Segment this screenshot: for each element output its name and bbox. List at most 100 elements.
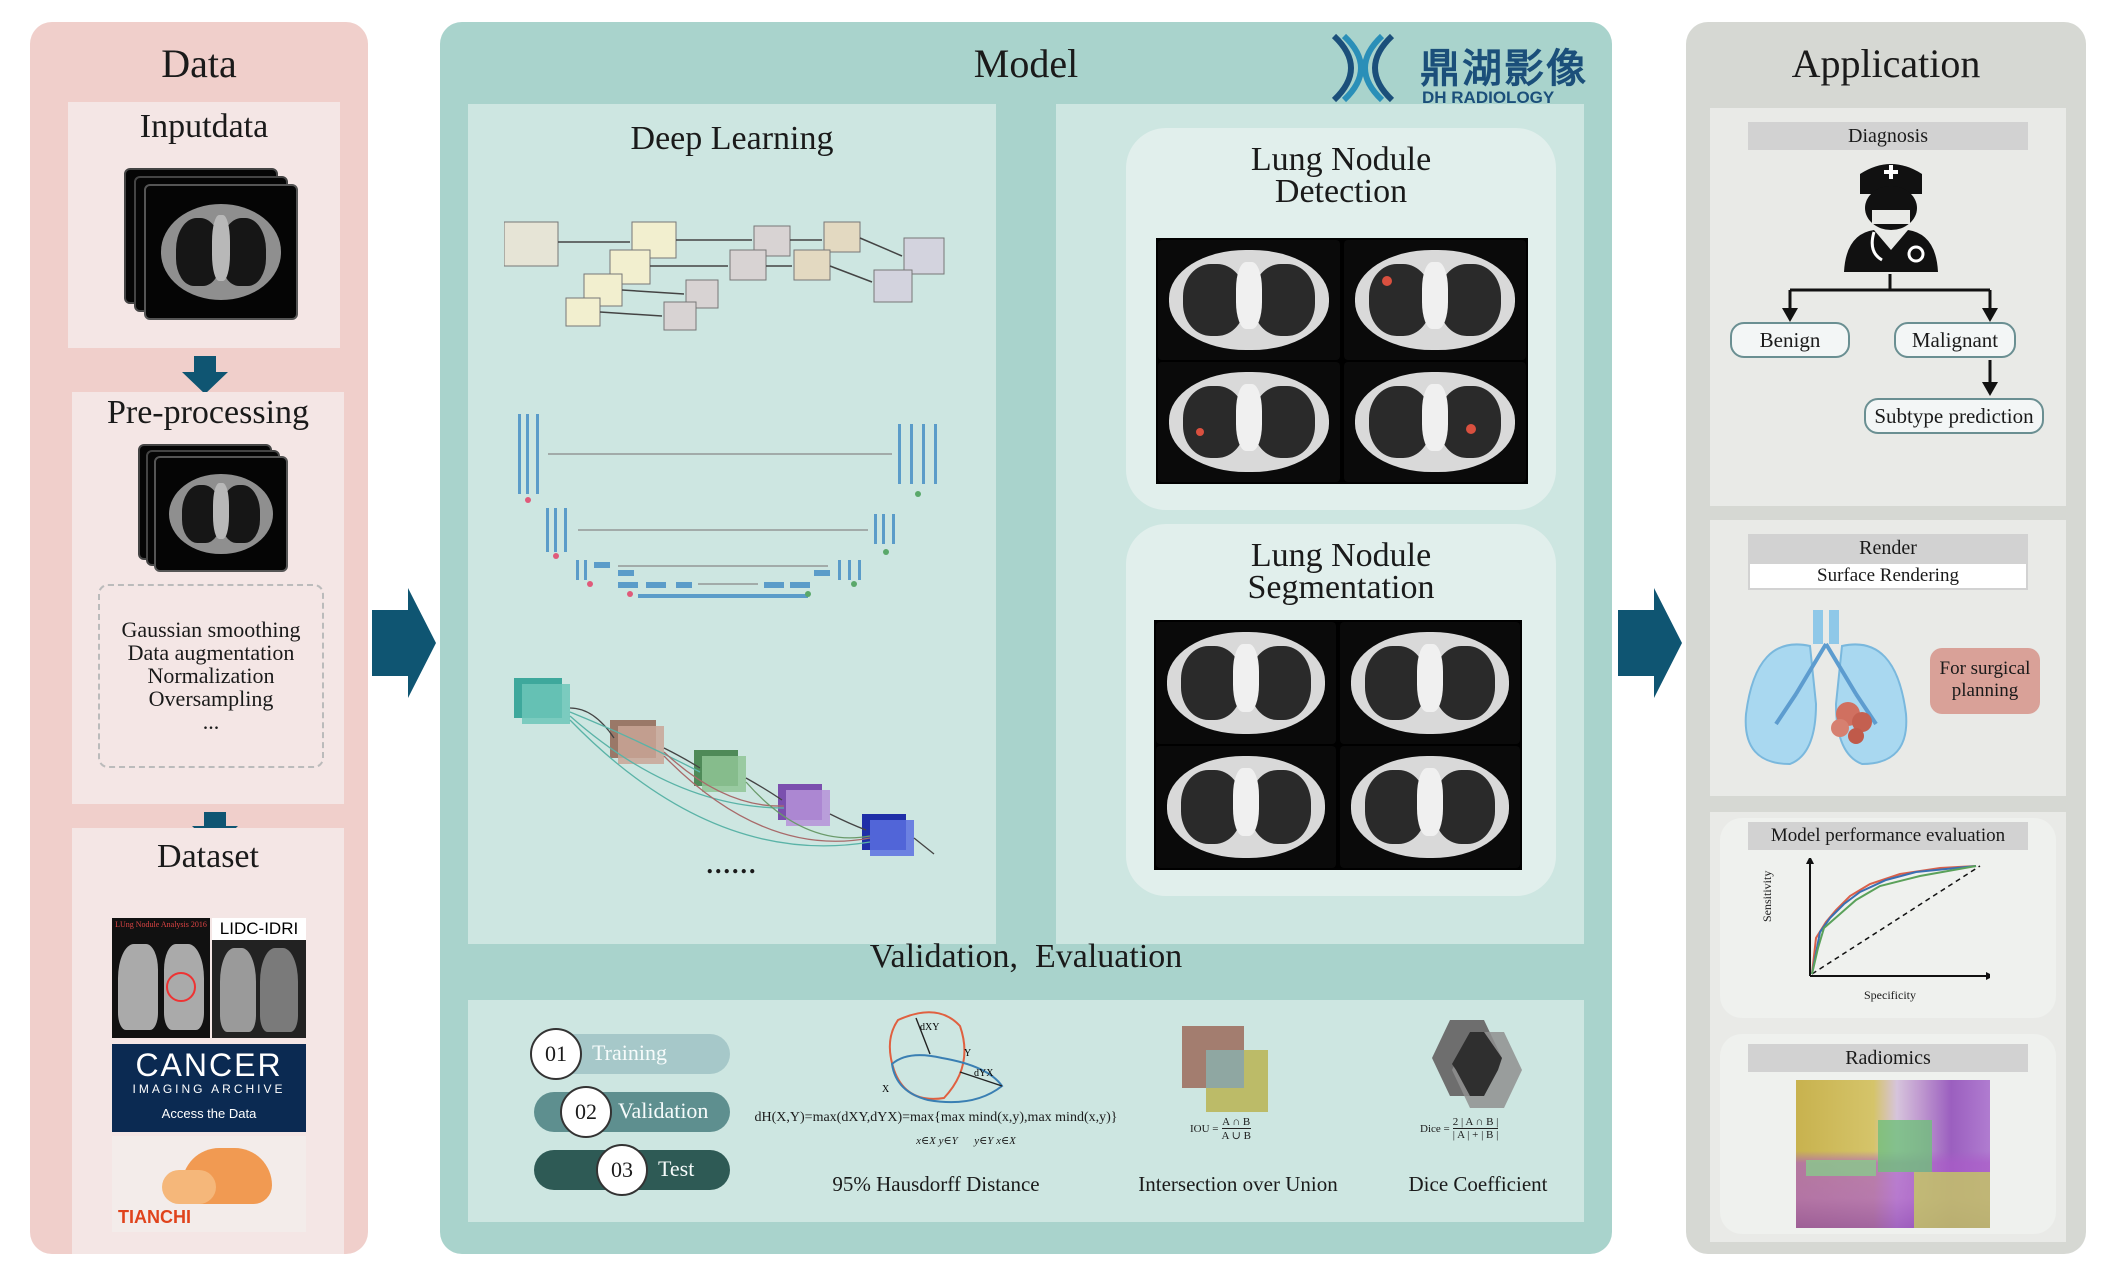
logo-en-text: DH RADIOLOGY	[1422, 88, 1555, 107]
dyx-label: dYX	[974, 1068, 994, 1079]
data-panel: Data Inputdata Pre-processing Gaussian s…	[30, 22, 368, 1254]
ct-input-image	[144, 184, 298, 320]
iou-box-overlap	[1206, 1050, 1244, 1088]
iou-label: Intersection over Union	[1138, 1172, 1338, 1196]
diagnosis-title: Diagnosis	[1748, 122, 2028, 150]
radiomics-title: Radiomics	[1748, 1044, 2028, 1072]
surface-rendering-label: Surface Rendering	[1748, 562, 2028, 590]
step-normalization: Normalization	[147, 663, 275, 688]
iou-formula: IOU = A ∩ B A ∪ B	[1190, 1116, 1251, 1142]
preprocessing-title: Pre-processing	[106, 394, 310, 431]
tianchi-logo: TIANCHI	[112, 1136, 306, 1232]
model-panel: Model 鼎湖影像 DH RADIOLOGY Deep Learning	[440, 22, 1612, 1254]
tcia-logo: CANCER IMAGING ARCHIVE Access the Data	[112, 1044, 306, 1132]
detection-ct-1	[1158, 240, 1340, 360]
roc-ylabel: Sensitivity	[1760, 870, 1774, 922]
diagnosis-tree-arrows	[1782, 274, 1998, 396]
inputdata-title: Inputdata	[139, 108, 269, 145]
segmentation-ct-3	[1156, 746, 1336, 868]
render-title: Render	[1748, 534, 2028, 562]
dice-label: Dice Coefficient	[1408, 1172, 1548, 1196]
dice-diagram	[1432, 1020, 1522, 1108]
subtype-prediction-label: Subtype prediction	[1864, 398, 2044, 434]
step-number: 01	[530, 1028, 582, 1080]
down-arrow-1	[182, 356, 228, 394]
deep-learning-ellipsis: ......	[706, 850, 758, 879]
dice-denominator: | A | + | B |	[1452, 1129, 1499, 1141]
detection-title-line1: Lung Nodule	[1250, 141, 1432, 178]
surgical-line2: planning	[1951, 680, 2019, 701]
roc-chart	[1806, 858, 1990, 980]
iou-denominator: A ∪ B	[1221, 1130, 1251, 1142]
iou-numerator: A ∩ B	[1221, 1116, 1251, 1129]
tcia-sub-text: IMAGING ARCHIVE	[132, 1082, 286, 1096]
detection-ct-2	[1344, 240, 1526, 360]
step-label: Validation	[618, 1098, 709, 1123]
lidc-idri-text: LIDC-IDRI	[212, 918, 306, 940]
nodule-marker	[1466, 424, 1476, 434]
step-validation: 02 Validation	[534, 1086, 730, 1138]
hausdorff-formula-sub: x∈X y∈Y y∈Y x∈X	[916, 1135, 1016, 1147]
benign-label: Benign	[1730, 322, 1850, 358]
step-gaussian: Gaussian smoothing	[121, 617, 301, 642]
luna16-logo: LUng Nodule Analysis 2016	[112, 918, 210, 1038]
diagnosis-box: Diagnosis Benign Malignant Subtype predi…	[1710, 108, 2066, 506]
y-set-label: Y	[964, 1048, 971, 1059]
performance-title: Model performance evaluation	[1748, 822, 2028, 850]
segmentation-card: Lung Nodule Segmentation	[1126, 524, 1556, 896]
validation-box: 01 Training 02 Validation 03 Test dXY dY…	[468, 1000, 1584, 1222]
nodule-marker	[1196, 428, 1204, 436]
step-training: 01 Training	[530, 1028, 730, 1080]
tianchi-text: TIANCHI	[118, 1207, 191, 1227]
dxy-label: dXY	[920, 1022, 939, 1033]
dense-network-diagram	[514, 678, 935, 856]
data-panel-title: Data	[161, 41, 237, 86]
surgical-planning-badge: For surgical planning	[1930, 648, 2040, 714]
radiomics-heatmap	[1796, 1080, 1990, 1228]
application-panel: Application Diagnosis Benign Malignant S…	[1686, 22, 2086, 1254]
segmentation-ct-grid	[1154, 620, 1522, 870]
step-number: 02	[560, 1086, 612, 1138]
segmentation-title-line2: Segmentation	[1247, 569, 1435, 606]
model-panel-title: Model	[973, 41, 1079, 86]
dh-logo-mark-icon	[1331, 33, 1395, 103]
step-label: Test	[658, 1156, 695, 1181]
hausdorff-label: 95% Hausdorff Distance	[832, 1172, 1040, 1196]
segmentation-title-line1: Lung Nodule	[1250, 537, 1432, 574]
step-number: 03	[596, 1144, 648, 1196]
detection-title-line2: Detection	[1274, 173, 1408, 210]
performance-box: Model performance evaluation Sensitivity…	[1710, 812, 2066, 1242]
malignant-label: Malignant	[1894, 322, 2016, 358]
tcia-link-text[interactable]: Access the Data	[161, 1106, 257, 1121]
dice-numerator: 2 | A ∩ B |	[1452, 1116, 1499, 1129]
doctor-icon	[1844, 164, 1938, 272]
arrow-model-to-application	[1618, 588, 1682, 698]
deep-learning-box: Deep Learning	[468, 104, 996, 944]
iou-formula-left: IOU =	[1190, 1123, 1219, 1135]
ct-preprocessed-image	[154, 456, 288, 572]
roc-card	[1720, 818, 2056, 1018]
step-ellipsis: ...	[202, 709, 220, 734]
segmentation-ct-1	[1156, 622, 1336, 744]
luna16-text: LUng Nodule Analysis 2016	[115, 920, 207, 929]
step-oversampling: Oversampling	[148, 686, 274, 711]
application-panel-title: Application	[1791, 41, 1981, 86]
detection-ct-4	[1344, 362, 1526, 482]
step-test: 03 Test	[534, 1144, 730, 1196]
segmentation-ct-2	[1340, 622, 1520, 744]
logo-cn-text: 鼎湖影像	[1420, 46, 1588, 92]
hausdorff-formula: dH(X,Y)=max(dXY,dYX)=max{max mind(x,y),m…	[754, 1110, 1118, 1125]
render-box: Render Surface Rendering For surgical pl…	[1710, 520, 2066, 796]
tasks-box: Lung Nodule Detection Lung Nodule Segmen…	[1056, 104, 1584, 944]
preprocessing-box: Pre-processing Gaussian smoothing Data a…	[72, 392, 344, 804]
validation-title: Validation, Evaluation	[869, 938, 1183, 975]
lidc-idri-logo: LIDC-IDRI	[212, 918, 306, 1038]
dh-radiology-logo: 鼎湖影像 DH RADIOLOGY	[1328, 28, 1612, 112]
detection-ct-3	[1158, 362, 1340, 482]
dice-formula-left: Dice =	[1420, 1122, 1450, 1135]
dataset-title: Dataset	[157, 838, 259, 875]
tcia-main-text: CANCER	[135, 1047, 283, 1083]
x-set-label: X	[882, 1084, 890, 1095]
dataset-box: Dataset LUng Nodule Analysis 2016 LIDC-I…	[72, 828, 344, 1254]
arrow-data-to-model	[372, 588, 436, 698]
